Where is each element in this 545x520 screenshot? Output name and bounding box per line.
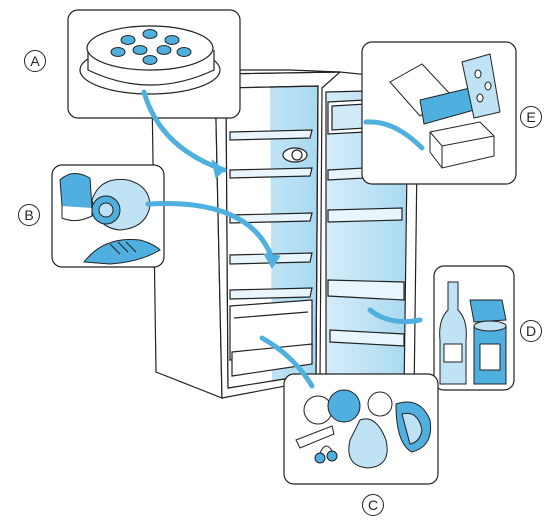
callout-d: D — [520, 320, 542, 342]
arrow-d — [367, 307, 423, 325]
callout-e-label: E — [526, 109, 536, 125]
callout-b-label: B — [24, 207, 34, 223]
callout-e: E — [520, 106, 542, 128]
apple — [327, 389, 361, 423]
carrot — [295, 425, 335, 449]
pointer-arrows — [141, 89, 425, 389]
pear — [348, 418, 388, 469]
panel-e-dairy — [361, 41, 517, 185]
panel-c-produce — [283, 373, 439, 485]
panel-d-bottles — [433, 265, 515, 391]
arrow-a — [141, 89, 227, 173]
callout-c-label: C — [367, 497, 379, 513]
cake-top — [86, 25, 214, 71]
arrow-c — [259, 335, 315, 389]
fish — [83, 238, 161, 265]
callout-a-label: A — [30, 53, 40, 69]
milk-carton — [461, 53, 501, 119]
callout-c: C — [362, 494, 384, 516]
callout-d-label: D — [525, 323, 537, 339]
panel-b-meat-fish — [51, 164, 165, 268]
butter-box — [429, 121, 495, 169]
arrow-b — [145, 200, 275, 261]
callout-a: A — [24, 50, 46, 72]
callout-b: B — [18, 204, 40, 226]
cherries — [314, 452, 326, 464]
cake-decorations — [110, 29, 192, 65]
arrow-e — [363, 119, 425, 151]
panel-a-cake — [67, 9, 241, 119]
